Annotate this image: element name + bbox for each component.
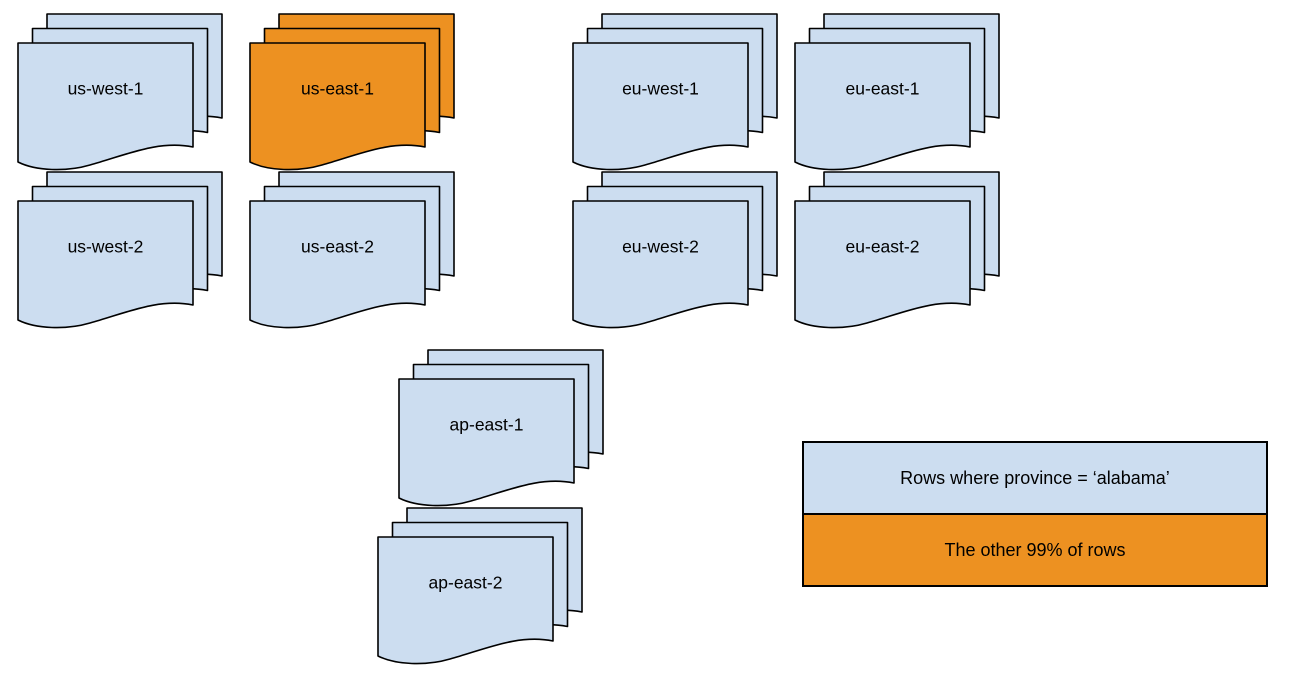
region-label: eu-east-1: [846, 79, 920, 99]
region-stack-us-west-2[interactable]: us-west-2: [17, 171, 223, 329]
document-sheet-3: [572, 42, 749, 171]
region-stack-us-west-1[interactable]: us-west-1: [17, 13, 223, 171]
region-label: eu-west-1: [622, 79, 699, 99]
region-label: eu-east-2: [846, 237, 920, 257]
legend: Rows where province = ‘alabama’ The other…: [802, 441, 1268, 587]
region-label: us-west-1: [68, 79, 144, 99]
legend-swatch-blue: [802, 441, 1268, 515]
region-label: us-east-2: [301, 237, 374, 257]
legend-label: The other 99% of rows: [944, 540, 1125, 560]
region-stack-eu-east-2[interactable]: eu-east-2: [794, 171, 1000, 329]
document-sheet-3: [17, 200, 194, 329]
document-sheet-3: [249, 42, 426, 171]
region-stack-eu-west-1[interactable]: eu-west-1: [572, 13, 778, 171]
legend-row-2: The other 99% of rows: [802, 513, 1268, 587]
region-label: ap-east-2: [429, 573, 503, 593]
document-sheet-3: [794, 42, 971, 171]
region-label: us-west-2: [68, 237, 144, 257]
legend-label: Rows where province = ‘alabama’: [900, 468, 1170, 488]
document-sheet-3: [249, 200, 426, 329]
legend-row-1: Rows where province = ‘alabama’: [802, 441, 1268, 515]
legend-swatch-orange: [802, 513, 1268, 587]
region-stack-eu-west-2[interactable]: eu-west-2: [572, 171, 778, 329]
region-stack-eu-east-1[interactable]: eu-east-1: [794, 13, 1000, 171]
region-stack-ap-east-2[interactable]: ap-east-2: [377, 507, 583, 665]
document-sheet-3: [794, 200, 971, 329]
region-label: eu-west-2: [622, 237, 699, 257]
document-sheet-3: [572, 200, 749, 329]
document-sheet-3: [398, 378, 575, 507]
region-label: us-east-1: [301, 79, 374, 99]
region-label: ap-east-1: [450, 415, 524, 435]
region-stacks-layer: us-west-1 us-east-1 eu-west-1 eu-east-1 us-w…: [17, 13, 1000, 665]
region-stack-ap-east-1[interactable]: ap-east-1: [398, 349, 604, 507]
document-sheet-3: [377, 536, 554, 665]
region-stack-us-east-1[interactable]: us-east-1: [249, 13, 455, 171]
region-stack-us-east-2[interactable]: us-east-2: [249, 171, 455, 329]
document-sheet-3: [17, 42, 194, 171]
